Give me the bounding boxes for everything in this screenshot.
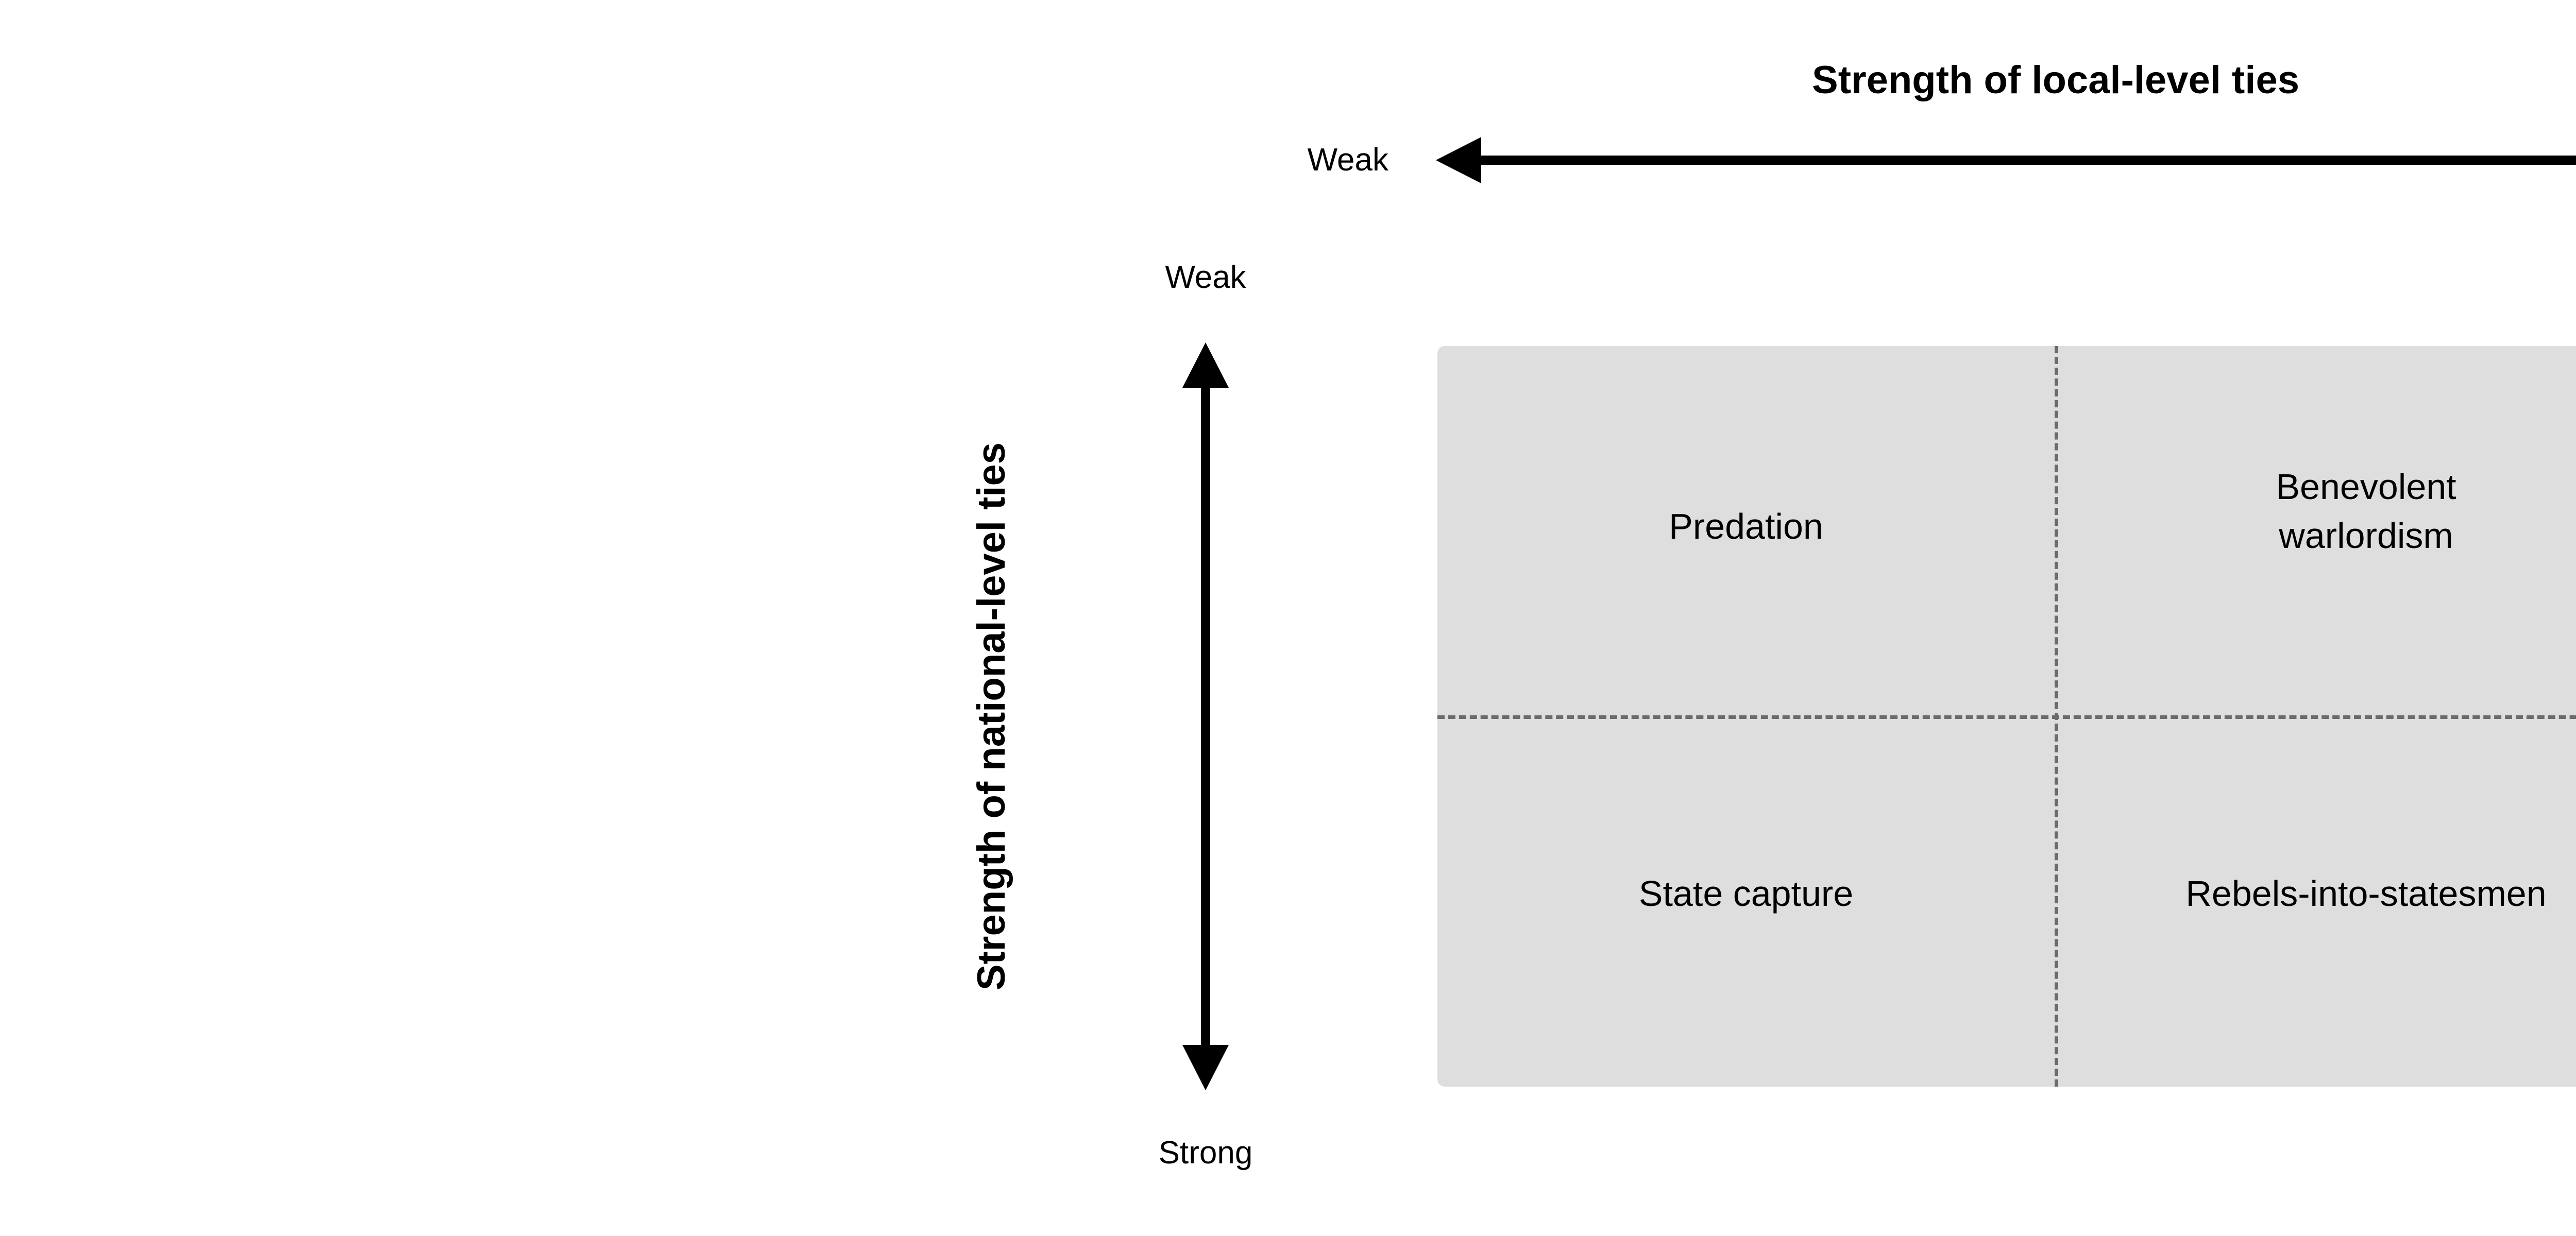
matrix-box: Predation Benevolent warlordism State ca… — [1437, 346, 2576, 1087]
quadrant-bottom-right-label: Rebels-into-statesmen — [2185, 873, 2547, 914]
quadrant-top-left: Predation — [1437, 346, 2055, 715]
x-axis-title: Strength of local-level ties — [1812, 58, 2299, 102]
quadrant-bottom-right: Rebels-into-statesmen — [2058, 719, 2576, 1087]
quadrant-top-right-label: Benevolent warlordism — [2276, 462, 2456, 560]
horizontal-divider — [1437, 715, 2576, 719]
quadrant-top-left-label: Predation — [1669, 506, 1823, 547]
quadrant-top-right-label-line2: warlordism — [2279, 515, 2453, 556]
y-axis-low-label: Weak — [1165, 260, 1246, 295]
y-axis-high-label: Strong — [1158, 1135, 1253, 1171]
quadrant-bottom-left-label: State capture — [1638, 873, 1854, 914]
quadrant-top-right: Benevolent warlordism — [2058, 346, 2576, 715]
horizontal-double-arrow-icon — [1436, 137, 2576, 183]
quadrant-top-right-label-line1: Benevolent — [2276, 467, 2456, 507]
y-axis-title: Strength of national-level ties — [970, 442, 1013, 991]
quadrant-bottom-left: State capture — [1437, 719, 2055, 1087]
vertical-double-arrow-icon — [1182, 342, 1229, 1090]
x-axis-low-label: Weak — [1307, 142, 1388, 178]
